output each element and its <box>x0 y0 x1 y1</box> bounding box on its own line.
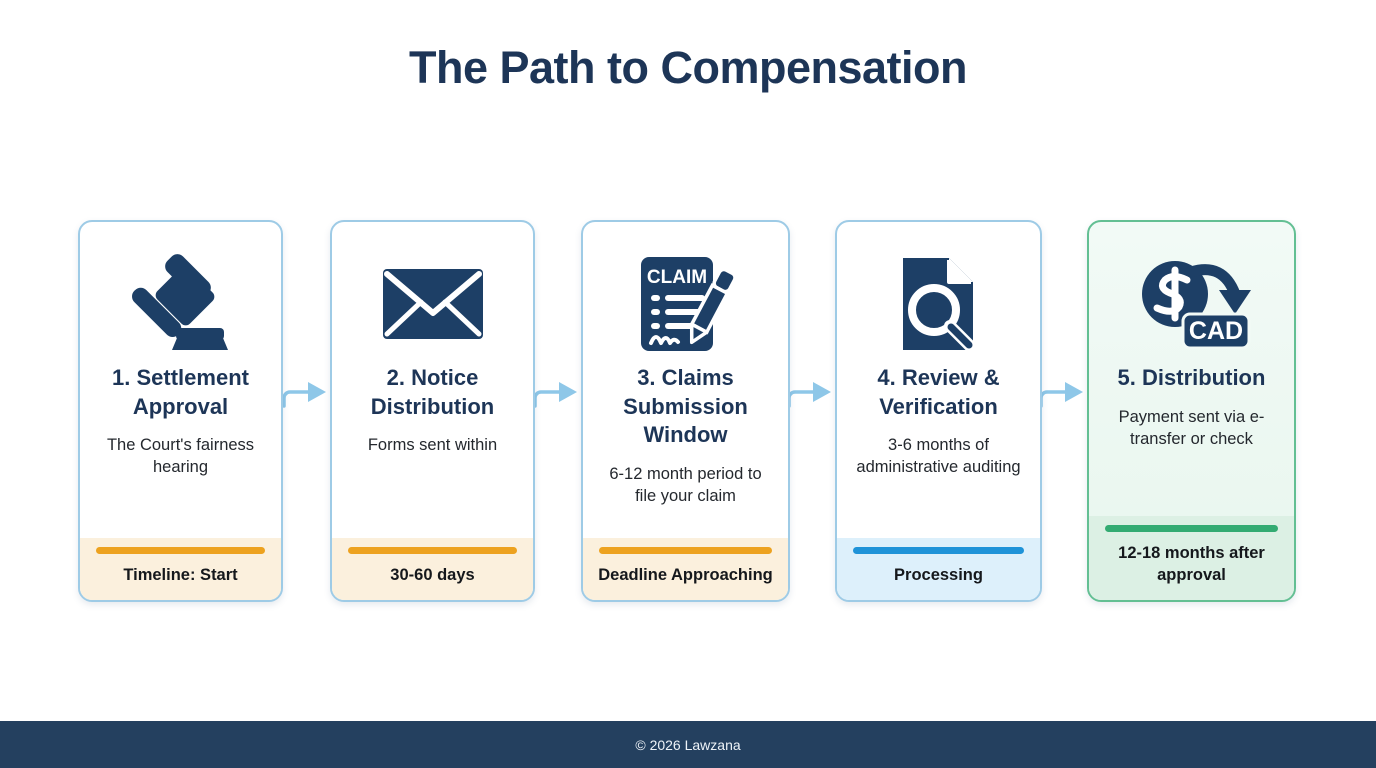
svg-text:CLAIM: CLAIM <box>646 267 706 288</box>
page-footer-bar: © 2026 Lawzana <box>0 721 1376 768</box>
step-card-5[interactable]: CAD 5. Distribution Payment sent via e-t… <box>1087 220 1296 602</box>
step-card-3-body: CLAIM <box>583 222 788 538</box>
step-card-1-accent-bar <box>96 547 265 555</box>
cad-payment-icon: CAD <box>1133 248 1251 360</box>
connector-arrow-2 <box>533 376 583 410</box>
connector-arrow-3 <box>787 376 837 410</box>
step-card-2-title: 2. Notice Distribution <box>370 365 495 419</box>
step-card-4-footer: Processing <box>837 538 1040 600</box>
step-slot-5: CAD 5. Distribution Payment sent via e-t… <box>1039 220 1296 602</box>
connector-arrow-1 <box>282 376 332 410</box>
step-card-5-accent-bar <box>1105 525 1278 533</box>
step-card-4-body: 4. Review & Verification 3-6 months of a… <box>837 222 1040 538</box>
step-card-4-title: 4. Review & Verification <box>877 365 1000 419</box>
step-card-2-body: 2. Notice Distribution Forms sent within <box>332 222 533 538</box>
step-card-3[interactable]: CLAIM <box>581 220 790 602</box>
step-card-3-footer: Deadline Approaching <box>583 538 788 600</box>
step-card-2-footer: 30-60 days <box>332 538 533 600</box>
step-card-1-footer-label: Timeline: Start <box>123 566 238 585</box>
connector-arrow-4 <box>1039 376 1089 410</box>
step-card-3-accent-bar <box>599 547 772 555</box>
step-card-2-description: Forms sent within <box>367 436 498 455</box>
step-card-5-footer: 12-18 months after approval <box>1089 516 1294 600</box>
envelope-icon <box>381 248 485 360</box>
process-steps-row: 1. Settlement Approval The Court's fairn… <box>78 220 1298 602</box>
step-card-4[interactable]: 4. Review & Verification 3-6 months of a… <box>835 220 1042 602</box>
step-slot-3: CLAIM <box>533 220 790 602</box>
step-card-4-accent-bar <box>853 547 1024 555</box>
step-card-1-footer: Timeline: Start <box>80 538 281 600</box>
step-card-3-footer-label: Deadline Approaching <box>598 566 773 585</box>
claim-form-icon: CLAIM <box>633 248 739 360</box>
step-card-1[interactable]: 1. Settlement Approval The Court's fairn… <box>78 220 283 602</box>
document-search-icon <box>889 248 989 360</box>
step-card-1-title: 1. Settlement Approval <box>112 365 249 419</box>
svg-text:CAD: CAD <box>1188 317 1242 345</box>
step-slot-1: 1. Settlement Approval The Court's fairn… <box>78 220 283 602</box>
step-card-4-footer-label: Processing <box>894 566 983 585</box>
page-title: The Path to Compensation <box>408 42 968 93</box>
gavel-icon <box>122 248 240 360</box>
step-slot-4: 4. Review & Verification 3-6 months of a… <box>787 220 1042 602</box>
step-card-2-footer-label: 30-60 days <box>390 566 475 585</box>
step-card-5-body: CAD 5. Distribution Payment sent via e-t… <box>1089 222 1294 516</box>
step-card-2[interactable]: 2. Notice Distribution Forms sent within… <box>330 220 535 602</box>
step-card-4-description: 3-6 months of administrative auditing <box>856 436 1021 477</box>
step-card-5-description: Payment sent via e-transfer or check <box>1118 407 1265 448</box>
step-card-3-description: 6-12 month period to file your claim <box>609 464 762 505</box>
step-card-1-body: 1. Settlement Approval The Court's fairn… <box>80 222 281 538</box>
copyright-text: © 2026 Lawzana <box>635 736 741 753</box>
step-card-5-footer-label: 12-18 months after approval <box>1118 544 1265 585</box>
step-slot-2: 2. Notice Distribution Forms sent within… <box>282 220 535 602</box>
step-card-1-description: The Court's fairness hearing <box>106 436 255 477</box>
step-card-2-accent-bar <box>348 547 517 555</box>
step-card-3-title: 3. Claims Submission Window <box>623 365 748 448</box>
step-card-5-title: 5. Distribution <box>1117 365 1266 390</box>
